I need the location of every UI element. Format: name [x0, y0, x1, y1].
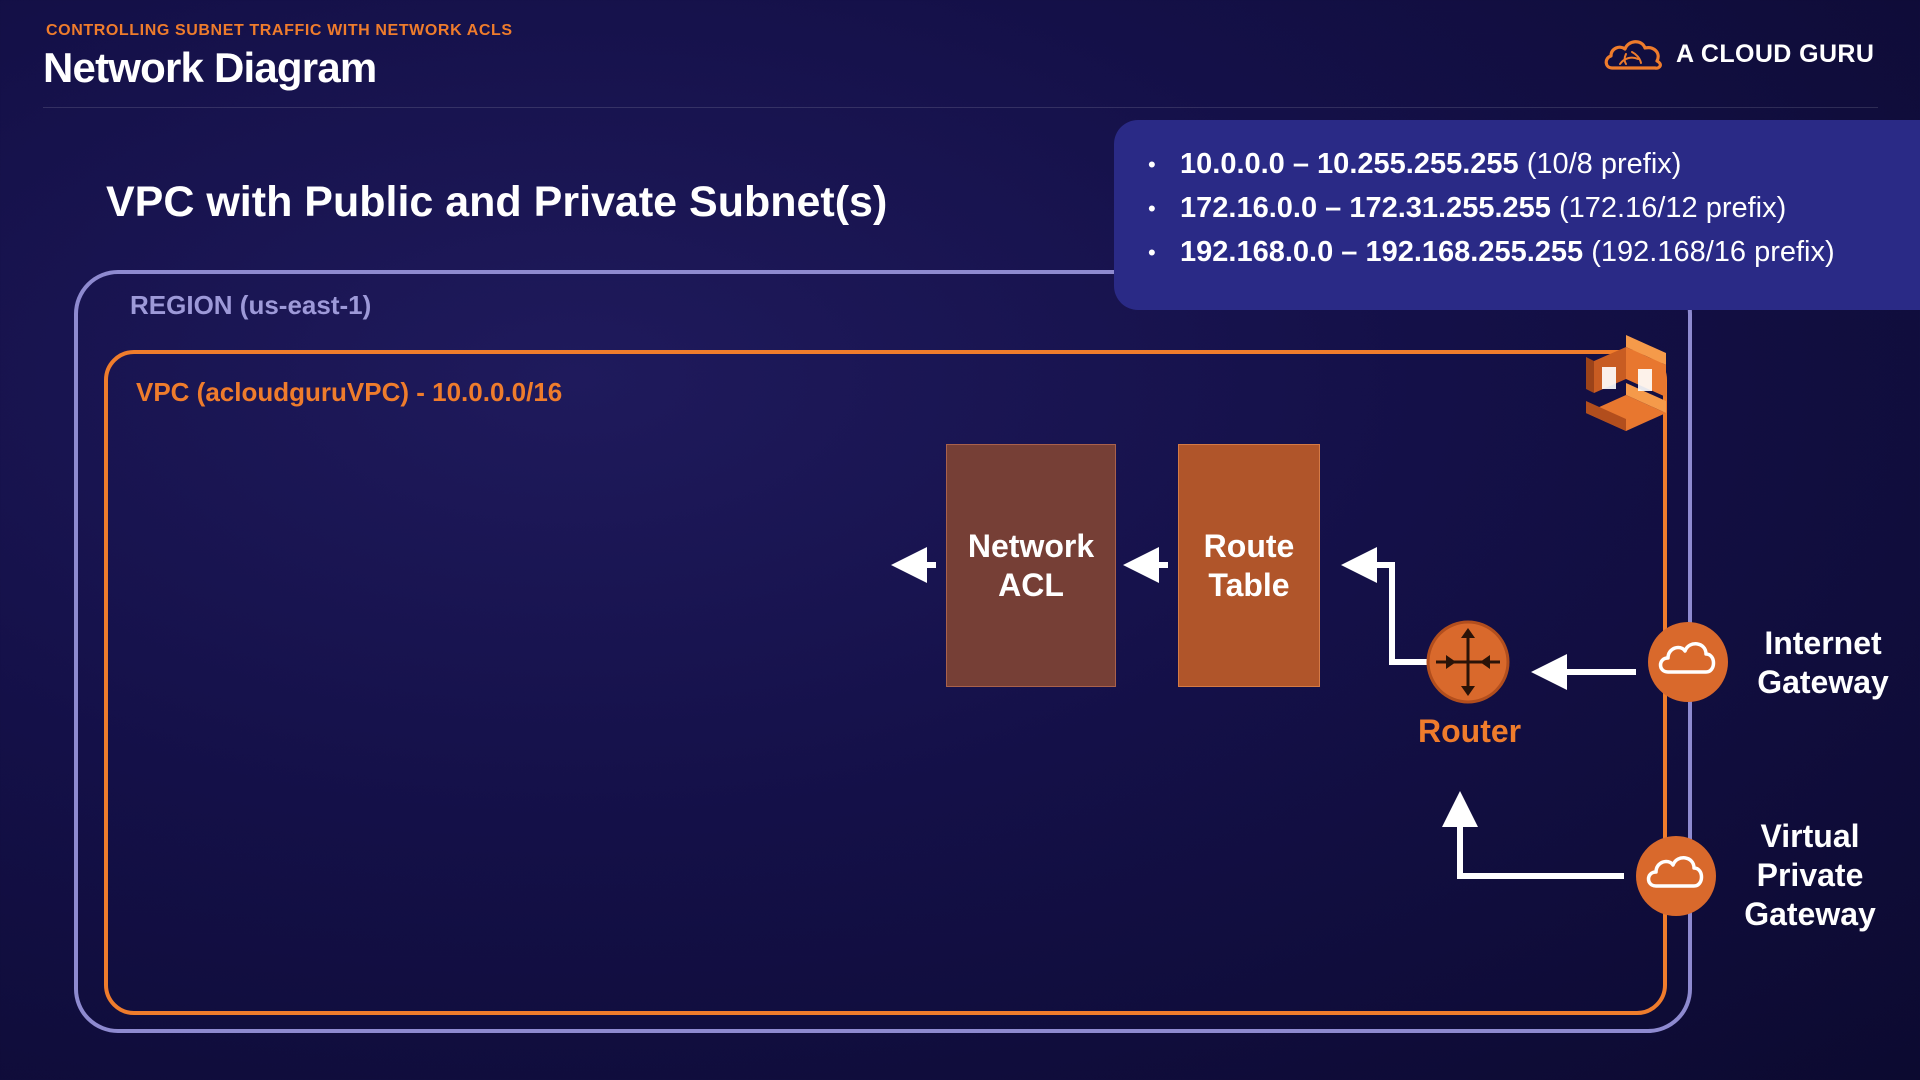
- arrow-vgw-to-router: [1442, 791, 1624, 879]
- range-value: 172.16.0.0 – 172.31.255.255: [1180, 192, 1551, 224]
- private-range-item: 172.16.0.0 – 172.31.255.255 (172.16/12 p…: [1148, 192, 1787, 226]
- private-range-item: 10.0.0.0 – 10.255.255.255 (10/8 prefix): [1148, 148, 1682, 182]
- virtual-private-gateway-label: Virtual Private Gateway: [1744, 818, 1876, 932]
- slide-title: Network Diagram: [43, 44, 377, 91]
- network-acl-box: Network ACL: [946, 444, 1116, 687]
- router-icon: [1426, 620, 1510, 704]
- vpc-icon: [1586, 335, 1670, 436]
- range-prefix: (10/8 prefix): [1526, 148, 1682, 180]
- internet-gateway-label: Internet Gateway: [1757, 625, 1889, 700]
- range-value: 10.0.0.0 – 10.255.255.255: [1180, 148, 1519, 180]
- range-value: 192.168.0.0 – 192.168.255.255: [1180, 236, 1584, 268]
- route-table-label: Route Table: [1203, 527, 1295, 603]
- slide-kicker: CONTROLLING SUBNET TRAFFIC WITH NETWORK …: [46, 22, 513, 39]
- internet-gateway-icon: [1648, 622, 1728, 702]
- vpc-label: VPC (acloudguruVPC) - 10.0.0.0/16: [136, 377, 563, 407]
- range-prefix: (172.16/12 prefix): [1558, 192, 1787, 224]
- range-prefix: (192.168/16 prefix): [1591, 236, 1835, 268]
- cloud-logo-icon: [1604, 40, 1662, 70]
- route-table-box: Route Table: [1178, 444, 1320, 687]
- private-ranges-panel: 10.0.0.0 – 10.255.255.255 (10/8 prefix) …: [1114, 120, 1920, 310]
- header-divider: [43, 107, 1878, 108]
- private-range-item: 192.168.0.0 – 192.168.255.255 (192.168/1…: [1148, 236, 1835, 270]
- network-acl-label: Network ACL: [967, 527, 1095, 603]
- diagram-title: VPC with Public and Private Subnet(s): [106, 178, 888, 226]
- brand-logo: A CLOUD GURU: [1602, 34, 1874, 74]
- router-label: Router: [1418, 713, 1522, 749]
- region-label: REGION (us-east-1): [130, 290, 372, 320]
- virtual-private-gateway-icon: [1636, 836, 1716, 916]
- arrow-router-to-routetable: [1341, 547, 1428, 665]
- brand-name: A CLOUD GURU: [1676, 39, 1875, 68]
